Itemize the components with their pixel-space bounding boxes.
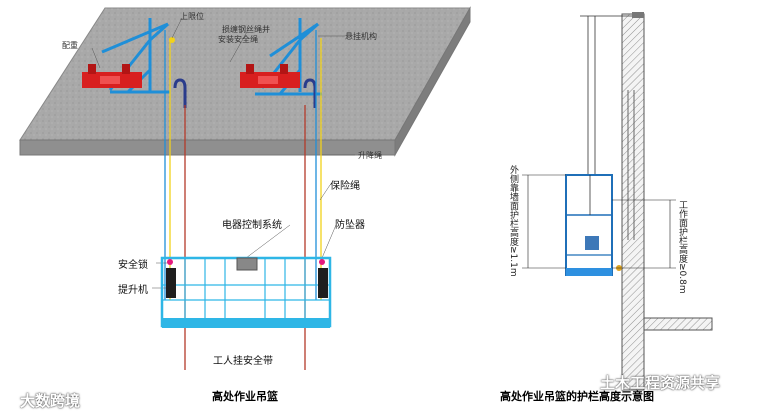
leader-lines bbox=[91, 17, 355, 289]
j-hook-right bbox=[303, 78, 317, 108]
upper-limit-marker bbox=[169, 37, 175, 43]
dim-outer-label: 外侧靠墙面护栏高度≥1.1m bbox=[508, 165, 518, 277]
building-wall bbox=[621, 12, 713, 391]
window-frame bbox=[627, 90, 635, 240]
counterweight-left bbox=[82, 64, 142, 88]
dimension-lines bbox=[522, 174, 676, 269]
hanging-basket bbox=[160, 256, 332, 328]
label-hoist: 提升机 bbox=[118, 285, 148, 296]
label-anti-fall: 防坠器 bbox=[335, 220, 365, 231]
label-safety-rope: 保险绳 bbox=[330, 181, 360, 192]
label-upper-limit: 上限位 bbox=[180, 12, 204, 21]
label-wire-rope-safety-2: 安装安全绳 bbox=[218, 35, 258, 44]
label-lift-rope: 升降绳 bbox=[358, 151, 382, 160]
label-worker-belt: 工人挂安全带 bbox=[213, 356, 273, 367]
watermark-bottom-left: 大数跨境 bbox=[20, 392, 81, 410]
suspension-rope-right bbox=[580, 15, 632, 175]
label-counterweight: 配重 bbox=[62, 41, 78, 50]
watermark-bottom-right: 土木工程资源共享 bbox=[600, 374, 721, 392]
caption-left: 高处作业吊篮 bbox=[212, 390, 278, 403]
label-wire-rope-safety: 损缠钢丝绳并 bbox=[222, 25, 270, 34]
label-hoist-frame: 悬挂机构 bbox=[345, 32, 377, 41]
j-hook-left bbox=[173, 78, 187, 108]
dim-inner-label: 工作面护栏高度≥0.8m bbox=[677, 200, 687, 294]
basket-side-view bbox=[565, 174, 622, 276]
label-electric-control: 电器控制系统 bbox=[222, 220, 282, 231]
counterweight-right bbox=[240, 64, 300, 88]
label-safety-lock: 安全锁 bbox=[118, 260, 148, 271]
caption-right: 高处作业吊篮的护栏高度示意图 bbox=[500, 390, 654, 403]
